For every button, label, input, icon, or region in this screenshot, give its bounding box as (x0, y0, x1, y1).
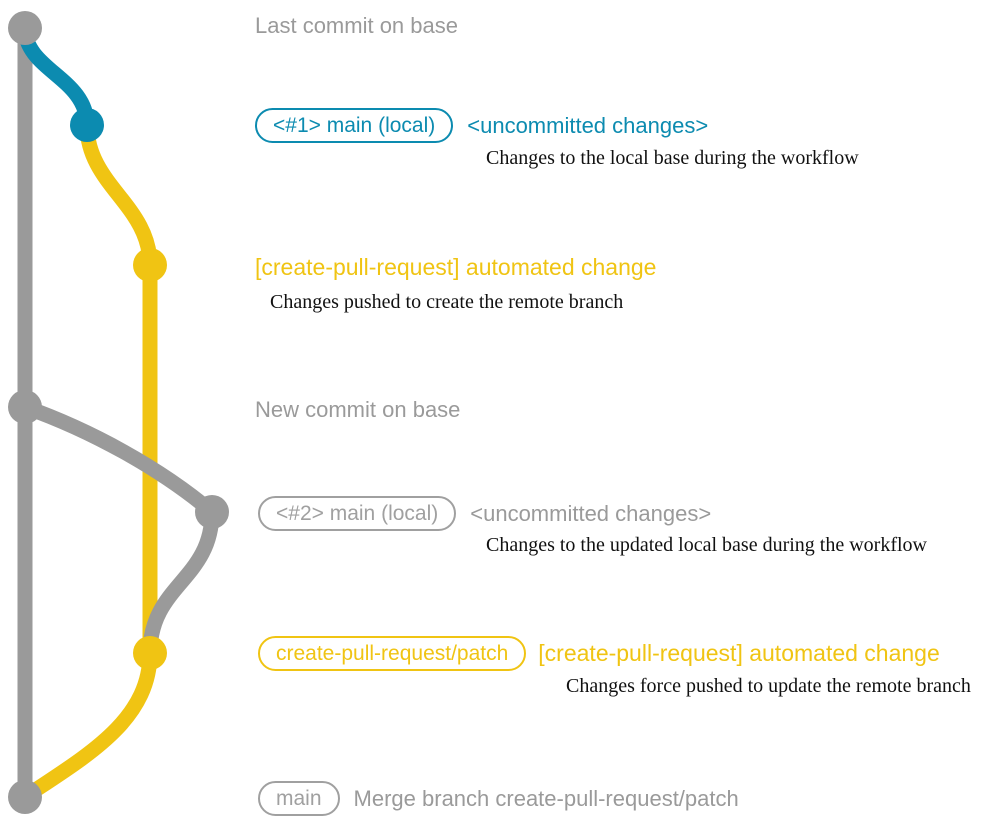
edge-remote2-to-merge (17, 645, 158, 805)
node-remote-2[interactable] (133, 636, 167, 670)
commit-subject-automated-change-1: [create-pull-request] automated change (255, 254, 657, 280)
commit-nodes (8, 11, 229, 814)
commit-subject-last-commit-on-base: Last commit on base (255, 13, 458, 38)
commit-subject-merge-commit: Merge branch create-pull-request/patch (353, 785, 739, 811)
commit-row-merge-commit: main Merge branch create-pull-request/pa… (258, 781, 739, 816)
commit-note-local-change-2: Changes to the updated local base during… (486, 534, 927, 556)
node-local-1[interactable] (70, 108, 104, 142)
commit-row-local-change-1: <#1> main (local) <uncommitted changes> (255, 108, 708, 143)
node-base-new[interactable] (8, 390, 42, 424)
node-base-head[interactable] (8, 11, 42, 45)
commit-subject-local-change-1: <uncommitted changes> (467, 112, 709, 138)
commit-subject-automated-change-2: [create-pull-request] automated change (538, 640, 940, 666)
edge-basenew-to-local2 (17, 399, 220, 520)
edge-local2-to-remote2 (142, 504, 220, 661)
node-remote-1[interactable] (133, 248, 167, 282)
branch-pill-local-2[interactable]: <#2> main (local) (258, 496, 457, 531)
commit-subject-local-change-2: <uncommitted changes> (470, 500, 712, 526)
node-merge[interactable] (8, 780, 42, 814)
commit-note-local-change-1: Changes to the local base during the wor… (486, 147, 859, 169)
commit-subject-new-commit-on-base: New commit on base (255, 397, 461, 422)
branch-pill-create-pull-request-patch[interactable]: create-pull-request/patch (258, 636, 527, 671)
branch-pill-main[interactable]: main (258, 781, 340, 816)
commit-note-automated-change-1: Changes pushed to create the remote bran… (270, 291, 624, 313)
commit-row-local-change-2: <#2> main (local) <uncommitted changes> (258, 496, 711, 531)
commit-note-automated-change-2: Changes force pushed to update the remot… (566, 675, 971, 697)
edge-local1-to-remote1 (79, 117, 158, 273)
node-local-2[interactable] (195, 495, 229, 529)
branch-pill-local-1[interactable]: <#1> main (local) (255, 108, 454, 143)
commit-row-automated-change-2: create-pull-request/patch [create-pull-r… (258, 636, 940, 671)
